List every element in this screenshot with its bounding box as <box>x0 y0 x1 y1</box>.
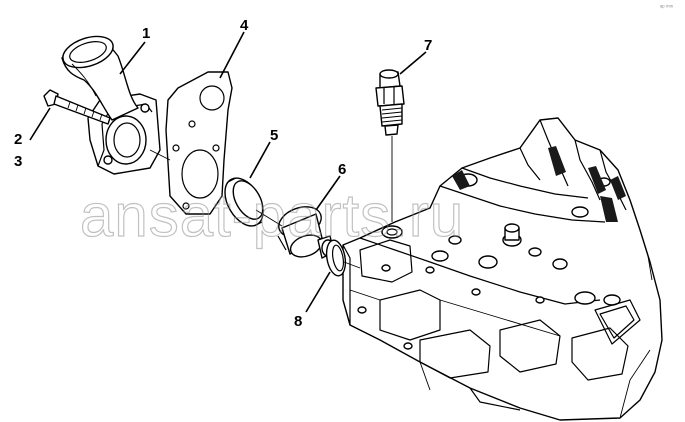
part-4-gasket <box>165 71 233 215</box>
cylinder-head <box>342 117 663 421</box>
callout-3: 3 <box>14 153 22 170</box>
callout-7: 7 <box>424 37 432 54</box>
part-8-o-ring <box>325 239 347 277</box>
assembly-lines <box>149 136 393 269</box>
callout-labels: 1 2 3 4 5 6 7 8 <box>14 17 432 330</box>
part-5-seal-ring <box>224 177 264 227</box>
part-6-thermostat <box>277 206 335 259</box>
callout-1: 1 <box>142 25 150 42</box>
callout-4: 4 <box>240 17 249 34</box>
part-1-thermostat-housing <box>61 35 161 175</box>
part-7-temperature-sensor <box>375 69 405 136</box>
watermark-text: ansat-parts.ru <box>80 182 464 249</box>
callout-5: 5 <box>270 127 278 144</box>
callout-2: 2 <box>14 131 22 148</box>
callout-6: 6 <box>338 161 346 178</box>
corner-mark: ᵃᵖ ᵐᵐ <box>660 5 674 11</box>
part-2-bolt <box>43 89 111 125</box>
head-bolts <box>431 173 621 306</box>
leader-lines <box>29 31 427 313</box>
callout-8: 8 <box>294 313 302 330</box>
